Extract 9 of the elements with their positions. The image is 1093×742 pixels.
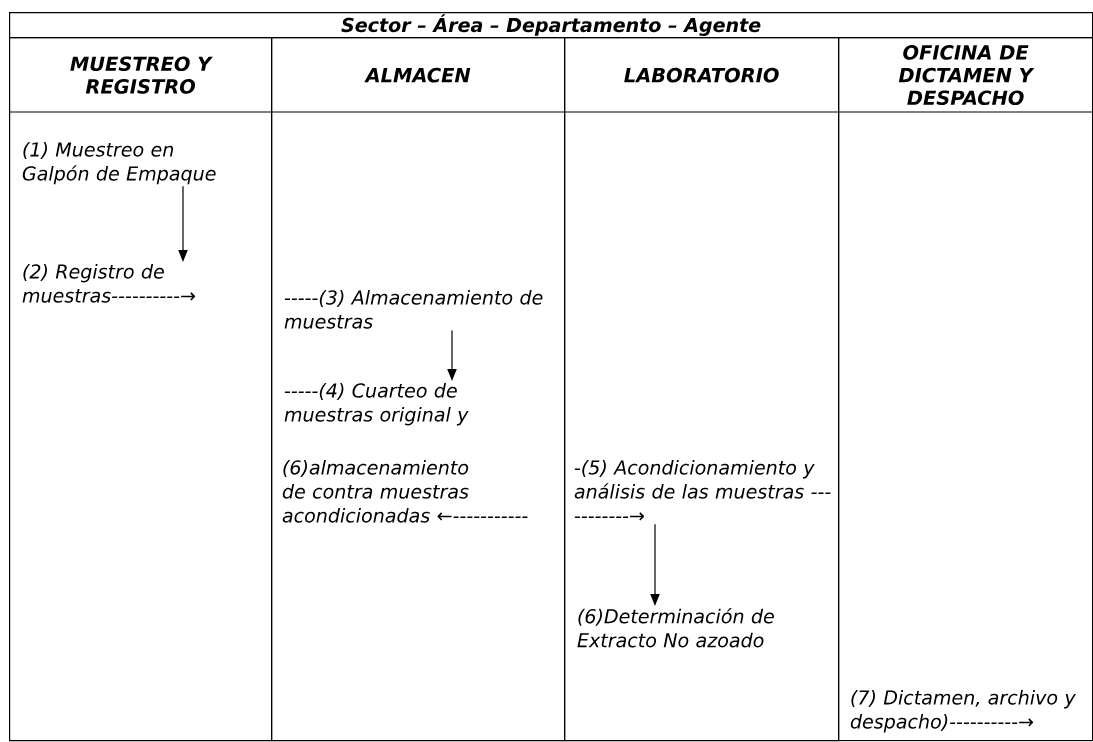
title-bar: Sector – Área – Departamento – Agente — [9, 12, 1093, 39]
step-text: -(5) Acondicionamiento y análisis de las muestras -----------→ — [574, 459, 831, 521]
step-text: (1) Muestreo en Galpón de Empaque — [22, 141, 216, 185]
step-text: -----(3) Almacenamiento de muestras — [284, 289, 543, 329]
step-text: (6)almacenamiento de contra muestras acondicionadas ←----------- — [282, 459, 528, 523]
step-text: (6)Determinación de Extracto No azoado — [577, 607, 774, 648]
step-text: (2) Registro de muestras----------→ — [22, 263, 196, 303]
step-text: (7) Dictamen, archivo y despacho)----------→ — [850, 689, 1076, 733]
step-text: -----(4) Cuarteo de muestras original y — [284, 382, 469, 426]
